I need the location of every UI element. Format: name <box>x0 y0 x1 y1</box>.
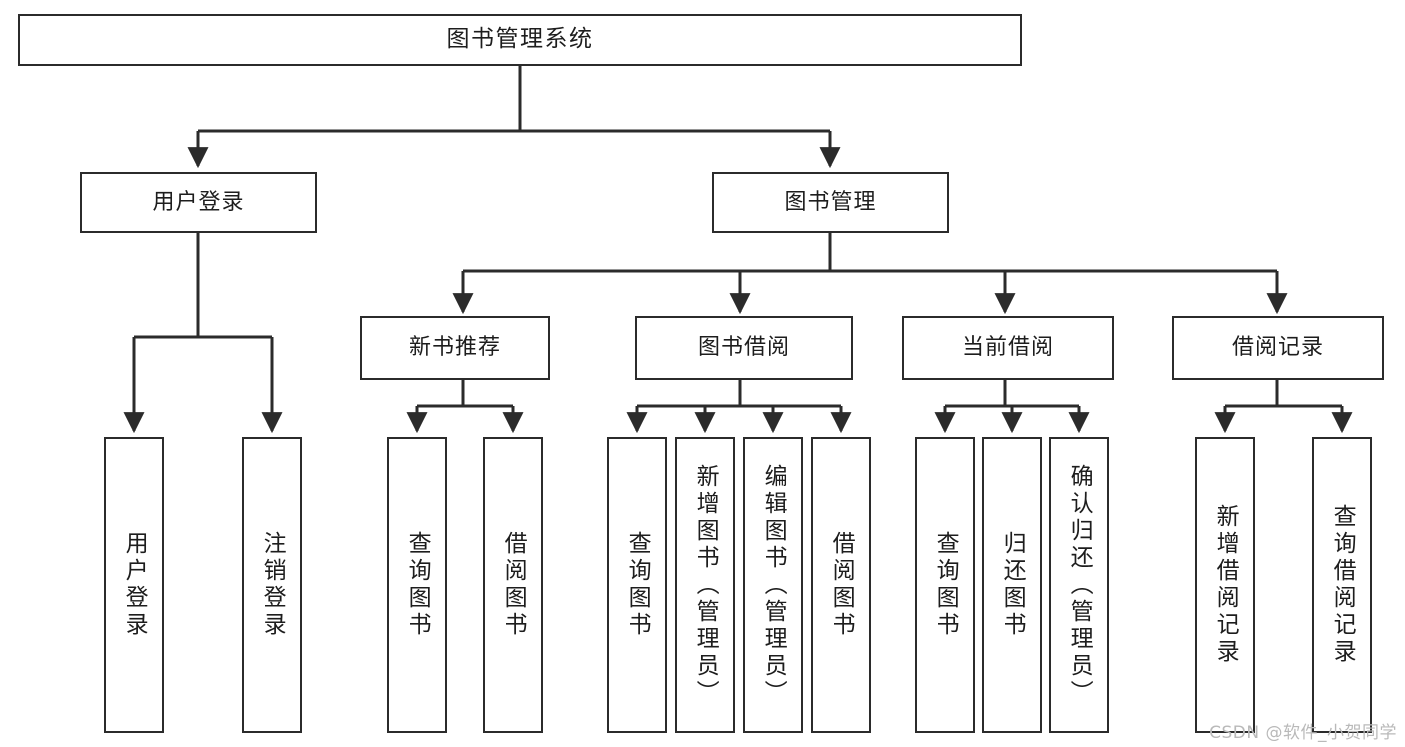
leaf-confirm-return[interactable]: 确认归还（管理员） <box>1049 437 1109 733</box>
leaf-user-login-label: 用户登录 <box>121 531 148 639</box>
node-user-login-label: 用户登录 <box>152 189 245 215</box>
leaf-query-book-1[interactable]: 查询图书 <box>387 437 447 733</box>
leaf-edit-book[interactable]: 编辑图书（管理员） <box>743 437 803 733</box>
node-book-borrow[interactable]: 图书借阅 <box>635 316 853 380</box>
node-new-book-recommend[interactable]: 新书推荐 <box>360 316 550 380</box>
leaf-query-book-3-label: 查询图书 <box>932 531 959 639</box>
node-current-borrow-label: 当前借阅 <box>961 335 1054 361</box>
leaf-add-book[interactable]: 新增图书（管理员） <box>675 437 735 733</box>
leaf-add-book-label: 新增图书（管理员） <box>692 463 719 707</box>
leaf-query-book-3[interactable]: 查询图书 <box>915 437 975 733</box>
node-book-manage[interactable]: 图书管理 <box>712 172 949 233</box>
leaf-query-book-2[interactable]: 查询图书 <box>607 437 667 733</box>
leaf-borrow-book-1-label: 借阅图书 <box>500 531 527 639</box>
node-current-borrow[interactable]: 当前借阅 <box>902 316 1114 380</box>
leaf-return-book-label: 归还图书 <box>999 531 1026 639</box>
leaf-confirm-return-label: 确认归还（管理员） <box>1066 463 1093 707</box>
node-book-borrow-label: 图书借阅 <box>697 335 790 361</box>
leaf-edit-book-label: 编辑图书（管理员） <box>760 463 787 707</box>
node-book-manage-label: 图书管理 <box>784 189 877 215</box>
node-borrow-record[interactable]: 借阅记录 <box>1172 316 1384 380</box>
node-root[interactable]: 图书管理系统 <box>18 14 1022 66</box>
leaf-user-login[interactable]: 用户登录 <box>104 437 164 733</box>
leaf-logout-label: 注销登录 <box>259 531 286 639</box>
leaf-borrow-book-2-label: 借阅图书 <box>828 531 855 639</box>
leaf-add-record[interactable]: 新增借阅记录 <box>1195 437 1255 733</box>
node-borrow-record-label: 借阅记录 <box>1231 335 1324 361</box>
leaf-add-record-label: 新增借阅记录 <box>1212 504 1239 666</box>
leaf-logout[interactable]: 注销登录 <box>242 437 302 733</box>
node-new-book-recommend-label: 新书推荐 <box>408 335 501 361</box>
node-root-label: 图书管理系统 <box>446 26 594 53</box>
leaf-query-book-2-label: 查询图书 <box>624 531 651 639</box>
leaf-query-book-1-label: 查询图书 <box>404 531 431 639</box>
leaf-borrow-book-1[interactable]: 借阅图书 <box>483 437 543 733</box>
node-user-login[interactable]: 用户登录 <box>80 172 317 233</box>
leaf-return-book[interactable]: 归还图书 <box>982 437 1042 733</box>
leaf-query-record-label: 查询借阅记录 <box>1329 504 1356 666</box>
leaf-query-record[interactable]: 查询借阅记录 <box>1312 437 1372 733</box>
leaf-borrow-book-2[interactable]: 借阅图书 <box>811 437 871 733</box>
csdn-watermark: CSDN @软件_小贺同学 <box>1209 723 1397 743</box>
